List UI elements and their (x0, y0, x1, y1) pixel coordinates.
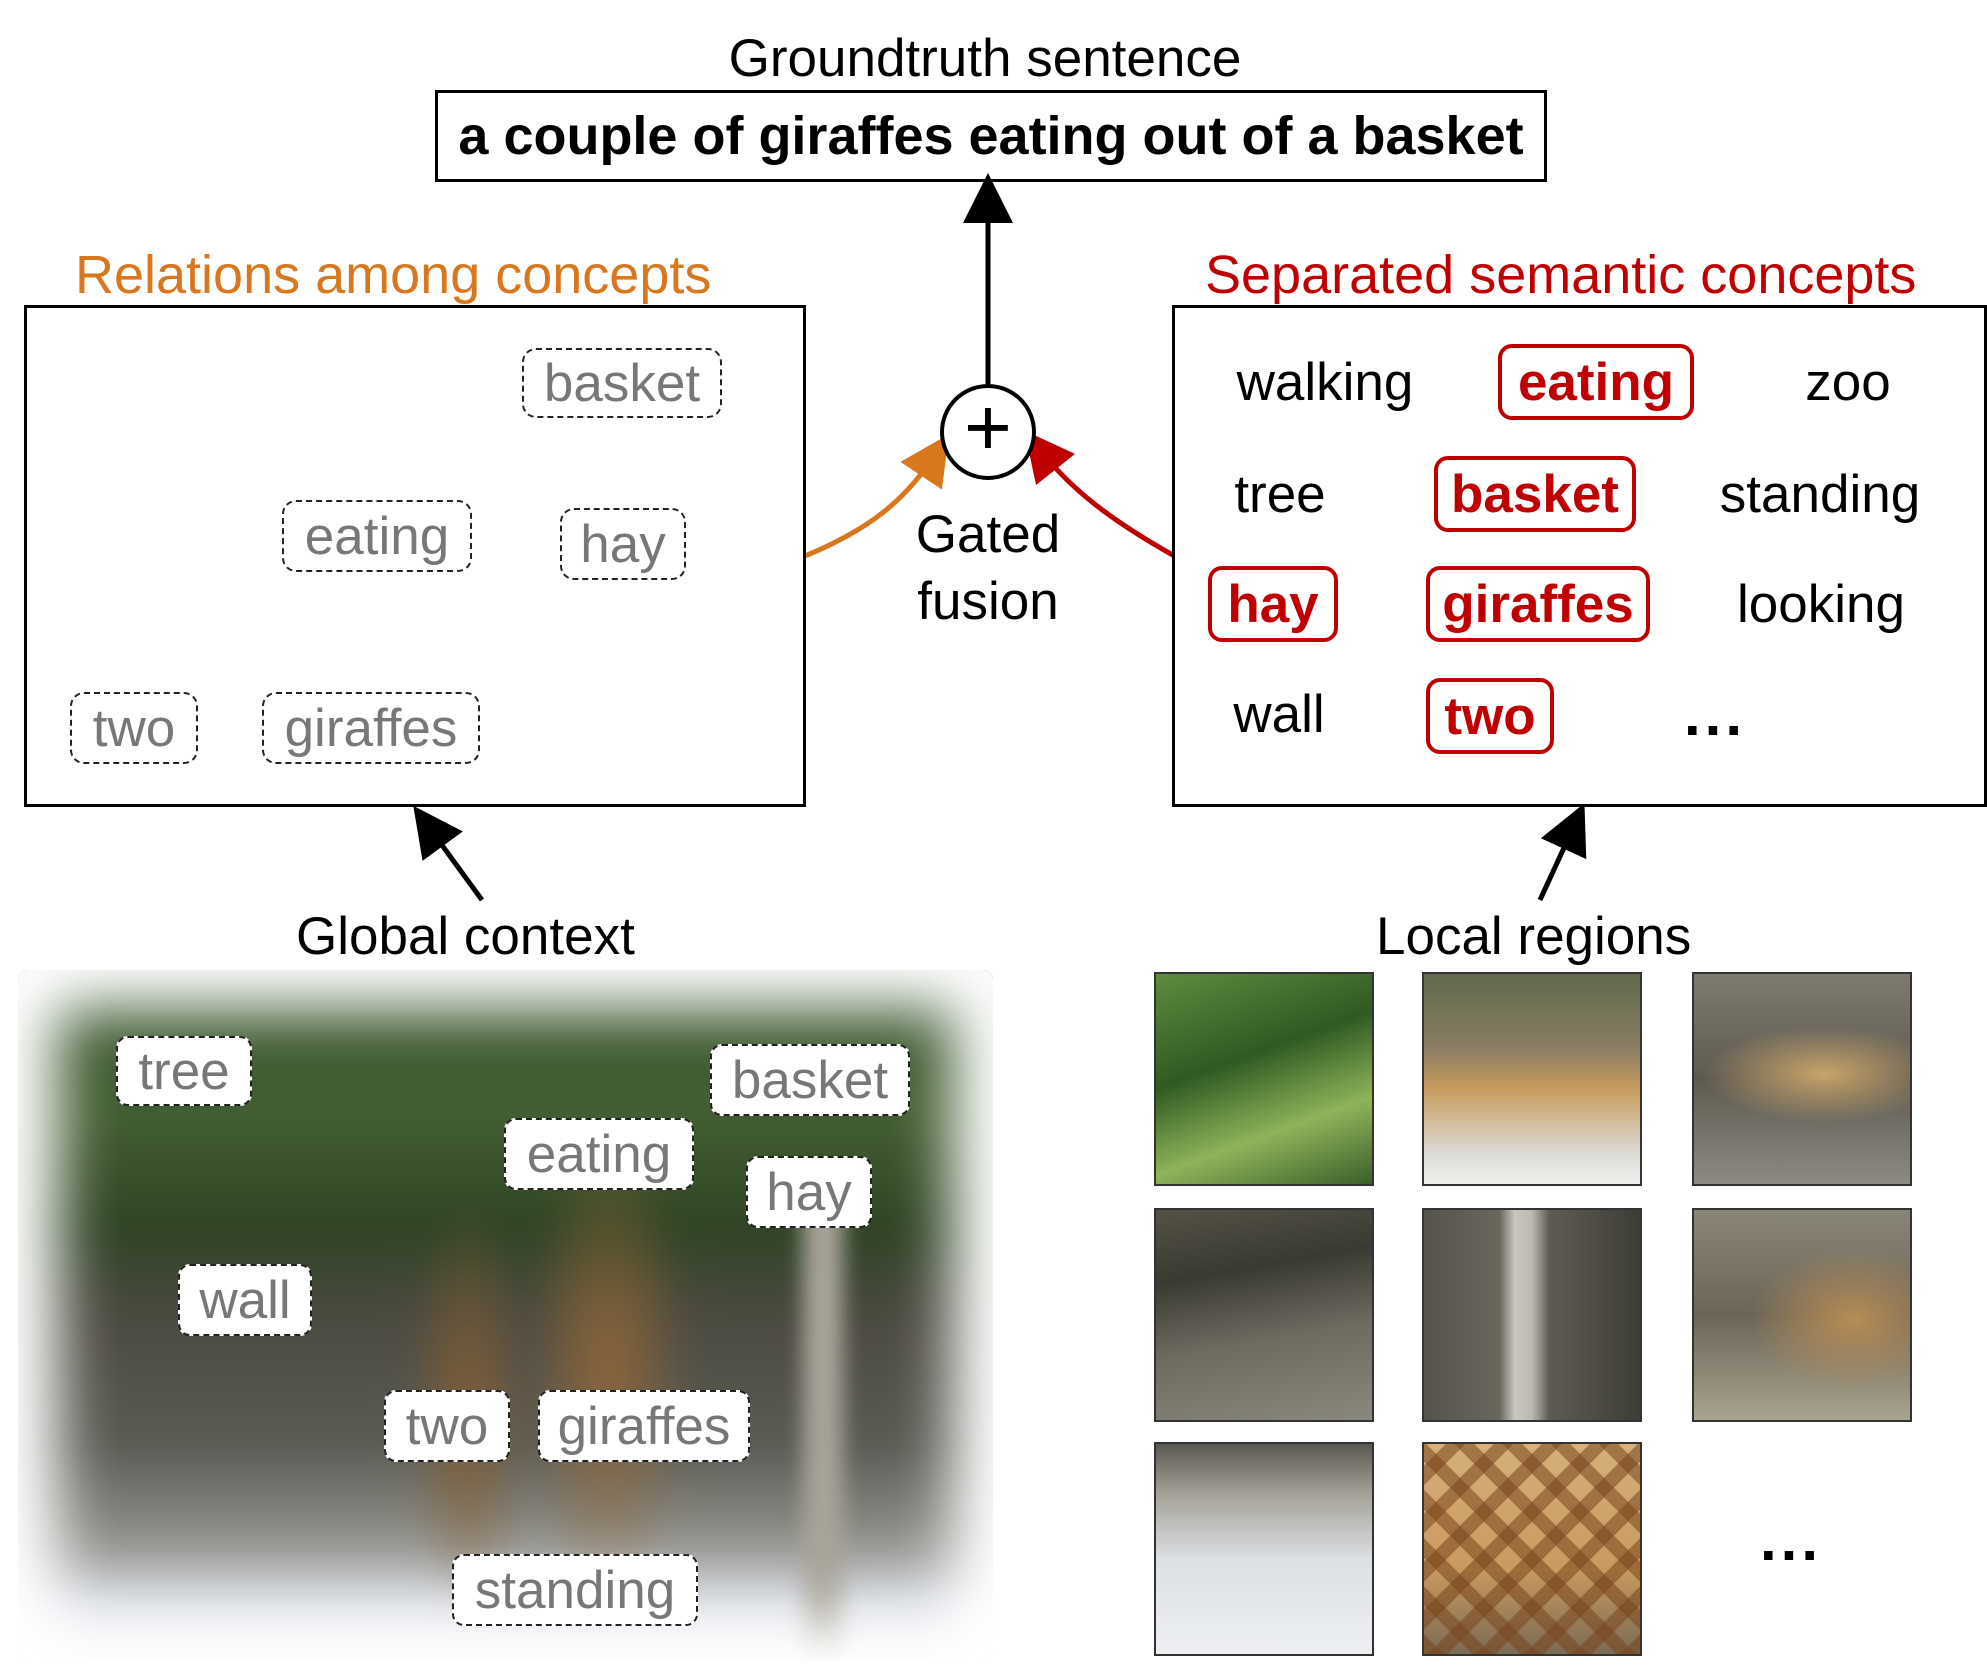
region-tile-basket (1692, 972, 1912, 1186)
fusion-label: Gated fusion (880, 508, 1096, 628)
global-tag-basket: basket (710, 1044, 910, 1116)
relations-to-fusion-arrow (799, 434, 949, 561)
global-tag-tree: tree (116, 1036, 252, 1106)
groundtruth-sentence: a couple of giraffes eating out of a bas… (458, 106, 1524, 166)
concept-basket: basket (1434, 456, 1636, 532)
concept-two: two (1426, 678, 1554, 754)
relation-node-eating: eating (282, 500, 472, 572)
concept-walking: walking (1236, 352, 1414, 412)
global-to-relations-arrow (413, 805, 485, 902)
concept-giraffes: giraffes (1426, 566, 1650, 642)
region-tile-wall (1154, 1208, 1374, 1422)
concept-more: ... (1683, 680, 1746, 748)
relation-node-two: two (70, 692, 198, 764)
region-tile-giraffe-body (1422, 1442, 1642, 1656)
separated-panel (1172, 305, 1987, 807)
region-tile-eating (1692, 1208, 1912, 1422)
local-to-concepts-arrow (1537, 803, 1587, 902)
global-context-label: Global context (296, 907, 635, 966)
global-tag-standing: standing (452, 1554, 698, 1626)
region-tile-ground (1154, 1442, 1374, 1656)
concept-tree: tree (1234, 464, 1326, 524)
concept-looking: looking (1737, 574, 1905, 634)
relation-node-giraffes: giraffes (262, 692, 480, 764)
groundtruth-sentence-box: a couple of giraffes eating out of a bas… (435, 90, 1547, 182)
concept-standing: standing (1719, 464, 1921, 524)
global-tag-giraffes: giraffes (538, 1390, 750, 1462)
global-tag-hay: hay (746, 1156, 872, 1228)
region-tile-trees (1154, 972, 1374, 1186)
region-tile-pole (1422, 1208, 1642, 1422)
concepts-to-fusion-arrow (1024, 430, 1180, 561)
concept-wall: wall (1233, 684, 1325, 744)
fusion-label-line1: Gated (915, 505, 1061, 564)
region-more: ... (1760, 1506, 1823, 1573)
fusion-circle: + (940, 384, 1036, 480)
global-tag-wall: wall (178, 1264, 312, 1336)
separated-title: Separated semantic concepts (1205, 245, 1917, 305)
relation-node-basket: basket (522, 348, 722, 418)
global-tag-two: two (384, 1390, 510, 1462)
plus-icon: + (964, 382, 1012, 473)
relation-node-hay: hay (560, 508, 686, 580)
concept-zoo: zoo (1805, 352, 1891, 412)
groundtruth-title: Groundtruth sentence (728, 29, 1242, 88)
concept-hay: hay (1208, 566, 1338, 642)
concept-eating: eating (1498, 344, 1694, 420)
relations-title: Relations among concepts (75, 245, 712, 305)
fusion-label-line2: fusion (917, 572, 1059, 631)
region-tile-giraffes (1422, 972, 1642, 1186)
global-tag-eating: eating (504, 1118, 694, 1190)
local-regions-label: Local regions (1376, 907, 1692, 966)
